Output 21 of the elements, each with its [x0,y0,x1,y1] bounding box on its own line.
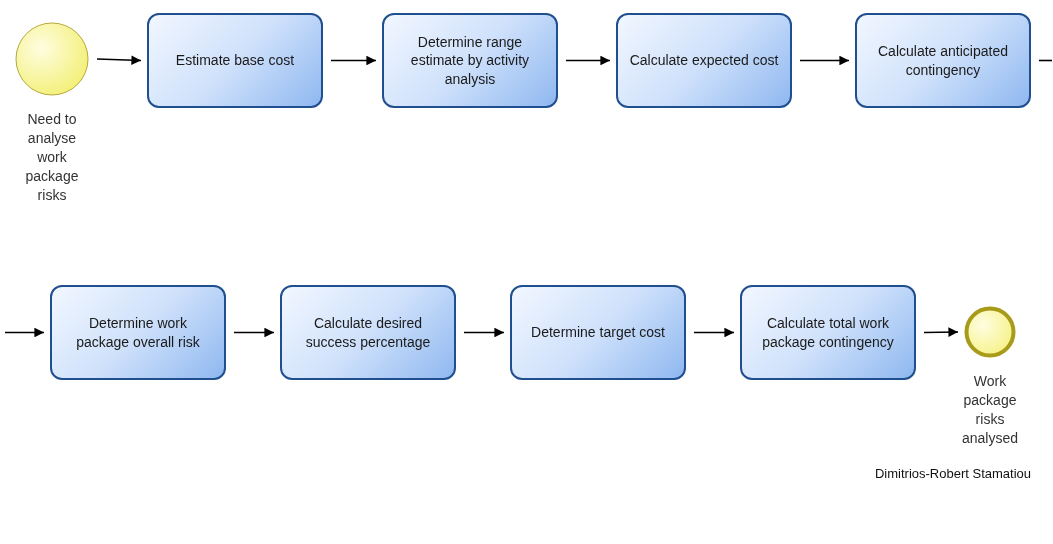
arrow [96,55,142,65]
task-box: Determine range estimate by activity analysis [382,13,558,108]
arrow [463,327,505,338]
connector-line [1038,59,1053,62]
event-label: Need to analyse work package risks [24,110,80,205]
event-label: Work package risks analysed [960,372,1019,448]
arrow [693,327,735,338]
task-box: Estimate base cost [147,13,323,108]
task-box: Calculate desired success percentage [280,285,456,380]
arrow [4,327,45,338]
task-box: Calculate total work package contingency [740,285,916,380]
arrow [330,55,377,66]
arrow [565,55,611,66]
arrow [923,327,959,337]
arrow [799,55,850,66]
task-box: Calculate anticipated contingency [855,13,1031,108]
task-box: Determine work package overall risk [50,285,226,380]
author-note: Dimitrios-Robert Stamatiou [874,466,1031,481]
task-box: Calculate expected cost [616,13,792,108]
task-box: Determine target cost [510,285,686,380]
arrow [233,327,275,338]
